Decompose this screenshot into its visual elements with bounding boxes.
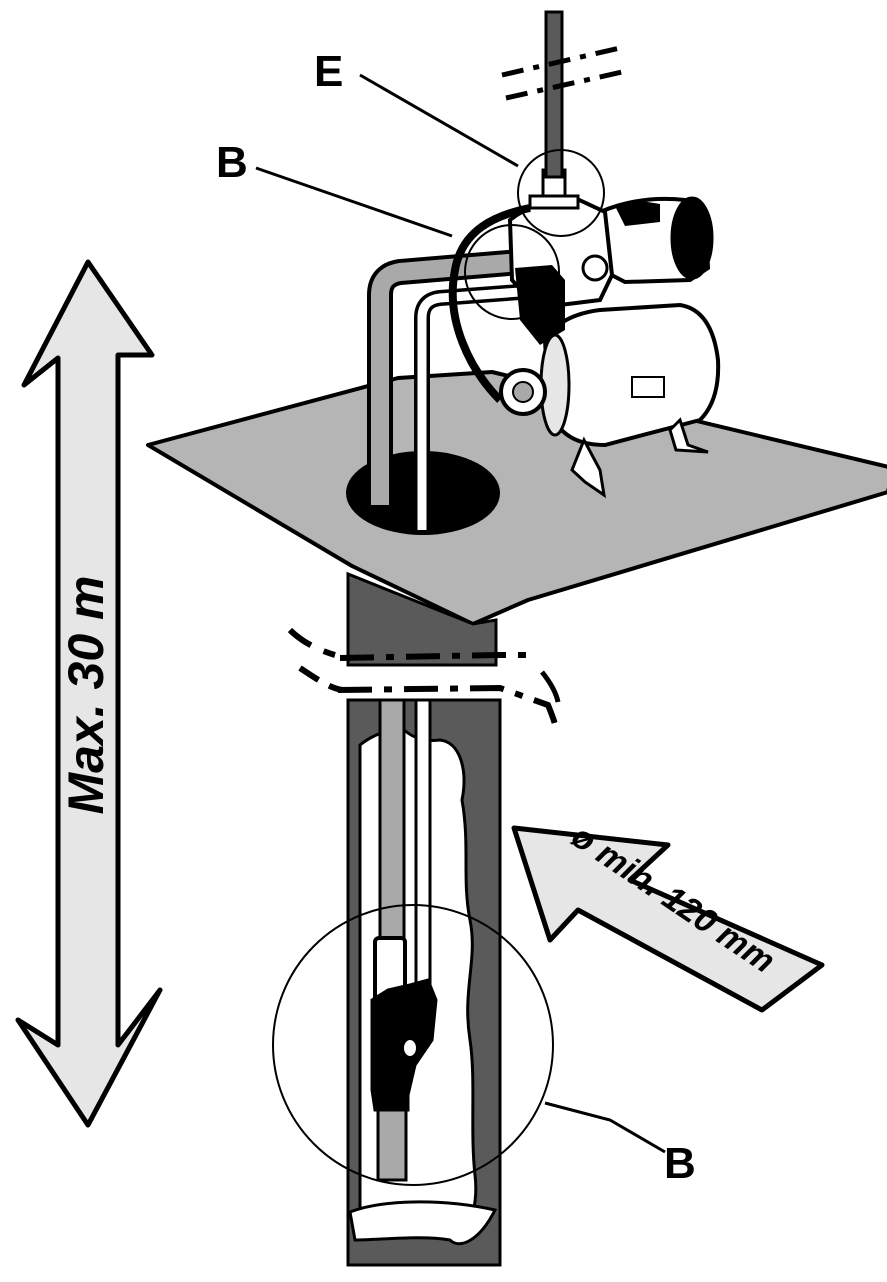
depth-double-arrow-icon	[15, 259, 163, 1128]
pipes	[367, 249, 522, 1002]
pressure-gauge-icon	[581, 254, 609, 282]
discharge-pipe	[501, 10, 623, 179]
callout-b-top: B	[216, 138, 248, 187]
leader-line-b-top	[255, 166, 453, 238]
callout-b-bottom: B	[664, 1139, 696, 1188]
callout-e: E	[314, 47, 343, 96]
submersible-foot-valve-icon	[370, 936, 438, 1182]
pump-icon	[448, 168, 721, 499]
diameter-arrow-icon	[511, 825, 825, 1013]
leader-line-b-bottom	[544, 1101, 666, 1154]
detail-circle-foot-valve	[272, 904, 554, 1186]
depth-label: Max. 30 m	[58, 575, 114, 814]
leader-line-e	[359, 73, 519, 168]
well-shaft-upper	[287, 571, 561, 731]
detail-circle-outlet	[517, 149, 605, 237]
detail-circle-inlet	[464, 224, 560, 320]
pressure-tank-icon	[539, 302, 721, 499]
